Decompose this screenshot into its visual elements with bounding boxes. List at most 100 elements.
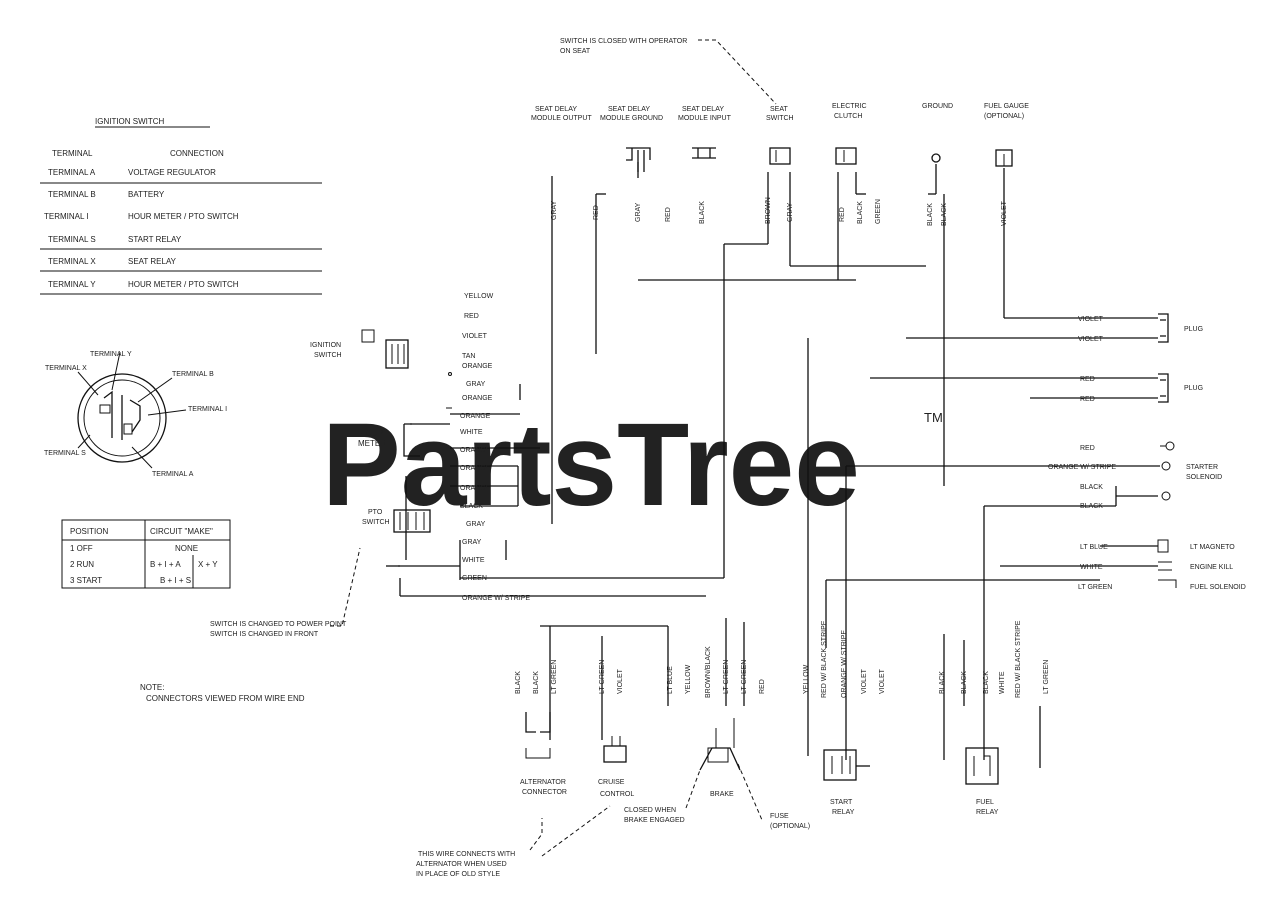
bottom-wire-label: BLACK xyxy=(961,671,968,694)
connector-label: ORANGE xyxy=(462,395,493,402)
alternator-connector-label: ALTERNATOR xyxy=(520,779,566,786)
pto-note: SWITCH IS CHANGED TO POWER POINT xyxy=(210,621,347,628)
bottom-note: THIS WIRE CONNECTS WITH xyxy=(418,851,515,858)
bottom-wire-label: YELLOW xyxy=(685,664,692,694)
brake-label: BRAKE xyxy=(710,791,734,798)
bottom-wire-label: RED xyxy=(759,679,766,694)
fuel-relay-label: FUEL xyxy=(976,799,994,806)
wire-label: BLACK xyxy=(699,201,706,224)
start-relay-icon xyxy=(823,749,857,781)
connector-label: WHITE xyxy=(460,429,483,436)
bottom-wire-labels: BLACK BLACK LT GREEN LT GREEN VIOLET LT … xyxy=(515,620,1050,698)
ignition-face-label-s: TERMINAL S xyxy=(44,450,86,457)
connector-label: BLACK xyxy=(460,503,483,510)
ignition-face-label-i: TERMINAL I xyxy=(188,406,227,413)
bottom-wire-label: LT GREEN xyxy=(599,660,606,694)
starter-terminal-icon xyxy=(1161,461,1171,471)
right-wire-label: BLACK xyxy=(1080,503,1103,510)
fuse-note: FUSE xyxy=(770,813,789,820)
cruise-control-connector-icon xyxy=(603,745,627,763)
watermark-tm: TM xyxy=(924,410,943,425)
left-components: IGNITION SWITCH HOUR METER PTO SWITCH xyxy=(310,329,431,567)
bottom-note-2: ALTERNATOR WHEN USED xyxy=(416,861,507,868)
ignition-col-terminal: TERMINAL xyxy=(52,149,93,158)
ignition-row-2-terminal: TERMINAL B xyxy=(48,190,96,199)
starter-solenoid-label: STARTER xyxy=(1186,464,1218,471)
connector-label: ORANGE xyxy=(460,485,491,492)
cruise-control-label: CRUISE xyxy=(598,779,625,786)
engine-kill-connector-icon xyxy=(1158,561,1172,571)
connector-label: ORANGE xyxy=(460,465,491,472)
ignition-row-3-conn: HOUR METER / PTO SWITCH xyxy=(128,212,239,221)
bottom-wire-label: VIOLET xyxy=(879,668,886,694)
top-wire-labels: GRAY RED GRAY RED BLACK BROWN GRAY RED B… xyxy=(551,197,1008,226)
right-components: VIOLET VIOLET PLUG RED RED PLUG RED ORAN… xyxy=(1048,313,1246,591)
seat-delay-ground-connector-icon xyxy=(626,147,651,172)
bottom-wire-label: ORANGE W/ STRIPE xyxy=(841,630,848,698)
starter-terminal-icon xyxy=(1165,441,1175,451)
wire-label: GRAY xyxy=(635,202,642,222)
pto-switch-label-2: SWITCH xyxy=(362,519,390,526)
right-wire-label: ORANGE W/ STRIPE xyxy=(1048,464,1116,471)
fuse-note-2: (OPTIONAL) xyxy=(770,823,810,830)
alternator-connector-label-2: CONNECTOR xyxy=(522,789,567,796)
cruise-control-label-2: CONTROL xyxy=(600,791,634,798)
wire-label: BLACK xyxy=(857,201,864,224)
right-wire-label: WHITE xyxy=(1080,564,1103,571)
right-wire-label: BLACK xyxy=(1080,484,1103,491)
position-row-2-make: B + I + A xyxy=(150,560,181,569)
seat-switch-label: SEAT xyxy=(770,106,788,113)
seat-delay-input-label-2: MODULE INPUT xyxy=(678,115,732,122)
seat-switch-label-2: SWITCH xyxy=(766,115,794,122)
bottom-wire-label: BLACK xyxy=(515,671,522,694)
ignition-face-label-b: TERMINAL B xyxy=(172,371,214,378)
ground-label: GROUND xyxy=(922,103,953,110)
position-col-circuit: CIRCUIT "MAKE" xyxy=(150,527,213,536)
ignition-row-5-terminal: TERMINAL X xyxy=(48,257,96,266)
magneto-label: LT MAGNETO xyxy=(1190,544,1235,551)
seat-delay-ground-label-2: MODULE GROUND xyxy=(600,115,663,122)
fuel-gauge-label-2: (OPTIONAL) xyxy=(984,113,1024,120)
ignition-switch-face: TERMINAL Y TERMINAL X TERMINAL B TERMINA… xyxy=(44,351,227,478)
plug-2-label: PLUG xyxy=(1184,385,1203,392)
ignition-row-6-terminal: TERMINAL Y xyxy=(48,280,96,289)
bottom-wire-label: YELLOW xyxy=(803,664,810,694)
electric-clutch-label: ELECTRIC xyxy=(832,103,867,110)
bottom-wire-label: RED W/ BLACK STRIPE xyxy=(1015,620,1022,698)
brake-note: CLOSED WHEN xyxy=(624,807,676,814)
start-relay-label: START xyxy=(830,799,853,806)
connector-label: ORANGE xyxy=(462,363,493,370)
bottom-wire-label: LT GREEN xyxy=(741,660,748,694)
right-wire-label: LT GREEN xyxy=(1078,584,1112,591)
clutch-connector-icon xyxy=(835,147,857,165)
connector-label: WHITE xyxy=(462,557,485,564)
main-connector-labels: YELLOW RED VIOLET TAN ORANGE GRAY ORANGE… xyxy=(446,293,494,582)
fuel-relay-icon xyxy=(965,747,999,785)
connector-label: GREEN xyxy=(462,575,487,582)
right-wire-label: RED xyxy=(1080,396,1095,403)
position-row-2-pos: 2 RUN xyxy=(70,560,94,569)
right-wire-label: RED xyxy=(1080,376,1095,383)
connector-label: YELLOW xyxy=(464,293,494,300)
connector-label: GRAY xyxy=(462,539,482,546)
connector-label: GRAY xyxy=(466,381,486,388)
ignition-table-title: IGNITION SWITCH xyxy=(95,117,165,126)
ignition-connector-icon xyxy=(385,339,409,369)
ignition-switch-label-2: SWITCH xyxy=(314,352,342,359)
ignition-table: IGNITION SWITCH TERMINAL CONNECTION TERM… xyxy=(40,117,322,295)
fuel-gauge-label: FUEL GAUGE xyxy=(984,103,1029,110)
ignition-row-2-conn: BATTERY xyxy=(128,190,165,199)
ignition-row-6-conn: HOUR METER / PTO SWITCH xyxy=(128,280,239,289)
switch-note: SWITCH IS CLOSED WITH OPERATOR xyxy=(560,38,687,45)
watermark: PartsTree xyxy=(322,399,860,531)
bottom-wire-label: WHITE xyxy=(999,671,1006,694)
bottom-wire-label: LT GREEN xyxy=(551,660,558,694)
seat-delay-output-label-2: MODULE OUTPUT xyxy=(531,115,592,122)
ignition-row-1-conn: VOLTAGE REGULATOR xyxy=(128,168,216,177)
bottom-wire-label: RED W/ BLACK STRIPE xyxy=(821,620,828,698)
ignition-row-4-conn: START RELAY xyxy=(128,235,182,244)
wire-label: RED xyxy=(839,207,846,222)
bottom-wire-label: VIOLET xyxy=(861,668,868,694)
plug-1-icon xyxy=(1158,313,1169,343)
hour-meter-connector-icon xyxy=(403,423,420,457)
